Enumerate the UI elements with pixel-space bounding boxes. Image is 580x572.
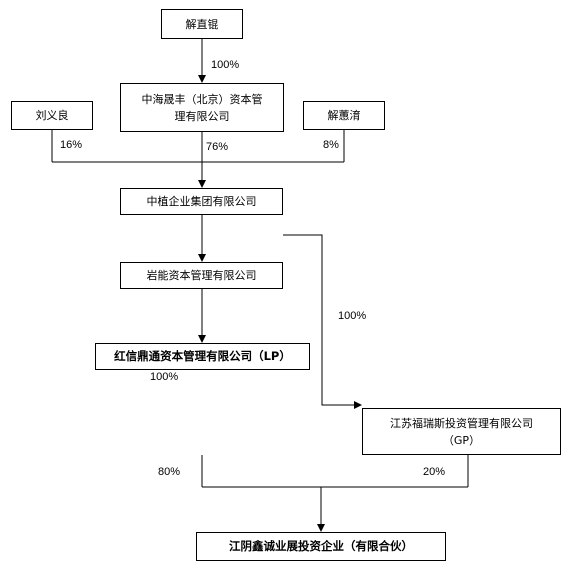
node-hongxin-lp: 红信鼎通资本管理有限公司（LP） bbox=[95, 343, 310, 370]
node-yanneng-capital: 岩能资本管理有限公司 bbox=[120, 262, 283, 289]
node-zhongzhi-group: 中植企业集团有限公司 bbox=[120, 188, 283, 215]
node-xie-huiqing: 解蕙淯 bbox=[303, 101, 385, 130]
pct-xie-to-zhonghai: 100% bbox=[211, 59, 240, 71]
pct-jiangsu-to-jiangyin: 20% bbox=[423, 466, 446, 478]
pct-xie-huiqing-share: 8% bbox=[323, 139, 339, 151]
node-jiangsu-furuisi-gp: 江苏福瑞斯投资管理有限公司 （GP） bbox=[362, 408, 561, 455]
node-xie-zhikun: 解直锟 bbox=[161, 9, 243, 39]
pct-zhongzhi-to-jiangsu: 100% bbox=[338, 310, 367, 322]
node-liu-yiliang: 刘义良 bbox=[11, 101, 93, 130]
node-zhonghai-shengfeng: 中海晟丰（北京）资本管 理有限公司 bbox=[120, 83, 284, 132]
node-jiangyin-xincheng: 江阴鑫诚业展投资企业（有限合伙） bbox=[196, 532, 446, 561]
pct-hongxin-to-jiangyin: 80% bbox=[158, 466, 181, 478]
pct-zhonghai-share: 76% bbox=[206, 141, 229, 153]
pct-yanneng-to-hongxin: 100% bbox=[150, 371, 179, 383]
pct-liu-share: 16% bbox=[60, 139, 83, 151]
